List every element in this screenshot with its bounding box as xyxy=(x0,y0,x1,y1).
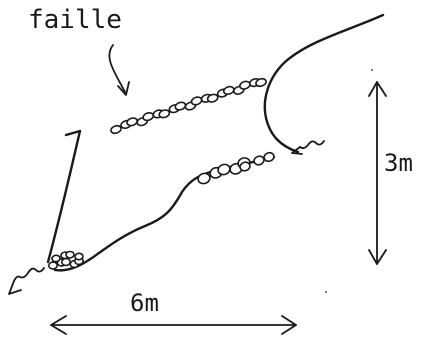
speck xyxy=(325,291,327,293)
pebble xyxy=(253,155,265,166)
pebble xyxy=(263,151,275,163)
pebble xyxy=(158,109,171,119)
lower-fault-pebbles xyxy=(197,151,275,185)
pebble xyxy=(255,77,267,88)
fault-pointer-arrow xyxy=(108,44,130,96)
step-flow-arrow xyxy=(291,140,325,155)
right-scarp-line xyxy=(263,13,385,154)
pebble xyxy=(126,117,138,127)
fault-label: faille xyxy=(28,5,122,35)
pebble xyxy=(51,254,61,263)
width-label: 6m xyxy=(130,289,159,317)
pebble xyxy=(74,252,84,261)
basin-pebbles xyxy=(48,250,84,270)
width-dimension-arrow xyxy=(50,315,297,335)
pebble xyxy=(197,172,211,185)
speck xyxy=(371,69,373,71)
height-label: 3m xyxy=(384,149,413,177)
pebble xyxy=(239,80,251,90)
lower-profile-line xyxy=(53,155,276,272)
left-scarp-line xyxy=(46,129,82,264)
pebble xyxy=(110,124,122,135)
height-dimension-arrow xyxy=(368,81,387,265)
pebble xyxy=(239,161,251,172)
pebble xyxy=(48,261,58,270)
pebble xyxy=(65,250,75,259)
outflow-arrow xyxy=(8,267,45,295)
pebble xyxy=(142,112,155,122)
pebble xyxy=(206,93,219,103)
pebble xyxy=(61,257,71,267)
pebble xyxy=(190,96,203,106)
pebble xyxy=(174,101,187,111)
upper-fault-trace xyxy=(110,77,267,135)
